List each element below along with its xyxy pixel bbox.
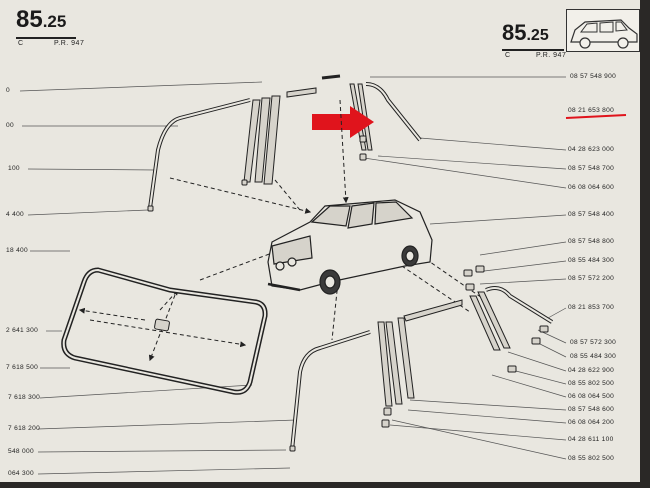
right-ref-code: 08 57 548 400 xyxy=(568,211,615,218)
car-illustration xyxy=(267,199,433,295)
rear-door-frame-part xyxy=(148,98,251,209)
page-number-right: 85.25 xyxy=(502,20,549,46)
right-ref-code: 06 08 064 600 xyxy=(568,184,615,191)
page-pr-left: P.R. 947 xyxy=(54,40,85,47)
left-ref-code: 100 xyxy=(8,165,20,172)
header-rule-left xyxy=(16,37,76,39)
left-ref-code: 2 641 300 xyxy=(6,327,39,334)
page-number-sub: .25 xyxy=(42,12,67,31)
header-rule-right xyxy=(502,49,564,51)
car-thumbnail xyxy=(566,9,640,52)
page-code-left: C xyxy=(18,40,24,47)
left-ref-code: 00 xyxy=(6,122,14,129)
right-ref-code: 04 28 611 100 xyxy=(568,436,614,443)
right-ref-code: 08 55 802 500 xyxy=(568,380,615,387)
front-door-vertical-seals xyxy=(377,299,463,407)
page-number-main: 85 xyxy=(16,6,43,33)
right-ref-code: 08 57 572 300 xyxy=(570,339,617,346)
right-ref-code: 06 08 064 500 xyxy=(568,393,615,400)
right-ref-code: 08 57 548 900 xyxy=(570,73,617,80)
page-code-right: C xyxy=(505,52,511,59)
right-ref-code: 08 57 572 200 xyxy=(568,275,615,282)
left-leader-lines xyxy=(19,81,297,475)
right-ref-code: 04 28 622 900 xyxy=(568,367,615,374)
right-ref-code: 08 57 548 700 xyxy=(568,165,615,172)
right-leader-lines xyxy=(363,76,567,460)
highlight-arrow-icon xyxy=(312,106,374,138)
left-ref-code: 7 618 300 xyxy=(8,394,41,401)
right-ref-code: 08 57 548 600 xyxy=(568,406,615,413)
right-ref-code: 08 21 853 700 xyxy=(568,304,615,311)
left-ref-code: 4 400 xyxy=(6,211,25,218)
windshield-seal-part xyxy=(61,267,268,395)
left-ref-code: 7 618 500 xyxy=(6,364,39,371)
left-ref-code: 0 xyxy=(6,87,10,94)
right-ref-code: 08 55 484 300 xyxy=(568,257,615,264)
page-number-main: 85 xyxy=(502,20,527,45)
highlight-underline xyxy=(565,114,627,119)
rear-quarter-seal-part xyxy=(469,286,554,351)
car-side-icon xyxy=(570,19,638,49)
page-pr-right: P.R. 947 xyxy=(536,52,567,59)
right-ref-code: 08 55 802 500 xyxy=(568,455,615,462)
left-ref-code: 548 000 xyxy=(8,448,34,455)
quarter-window-seal-part xyxy=(321,74,422,151)
rear-door-vertical-seals xyxy=(243,87,317,185)
front-door-frame-part xyxy=(290,330,371,451)
page-number-sub: .25 xyxy=(526,27,549,44)
left-ref-code: 7 618 200 xyxy=(8,425,41,432)
right-ref-code: 04 28 623 000 xyxy=(568,146,615,153)
left-ref-code: 18 400 xyxy=(6,247,28,254)
left-ref-code: 064 300 xyxy=(8,470,34,477)
page-number-left: 85.25 xyxy=(16,6,66,34)
right-ref-code: 08 55 484 300 xyxy=(570,353,617,360)
right-ref-code-highlighted: 08 21 653 800 xyxy=(568,107,615,114)
right-ref-code: 08 57 548 800 xyxy=(568,238,615,245)
fastener-clips xyxy=(147,135,549,452)
right-ref-code: 06 08 064 200 xyxy=(568,419,615,426)
